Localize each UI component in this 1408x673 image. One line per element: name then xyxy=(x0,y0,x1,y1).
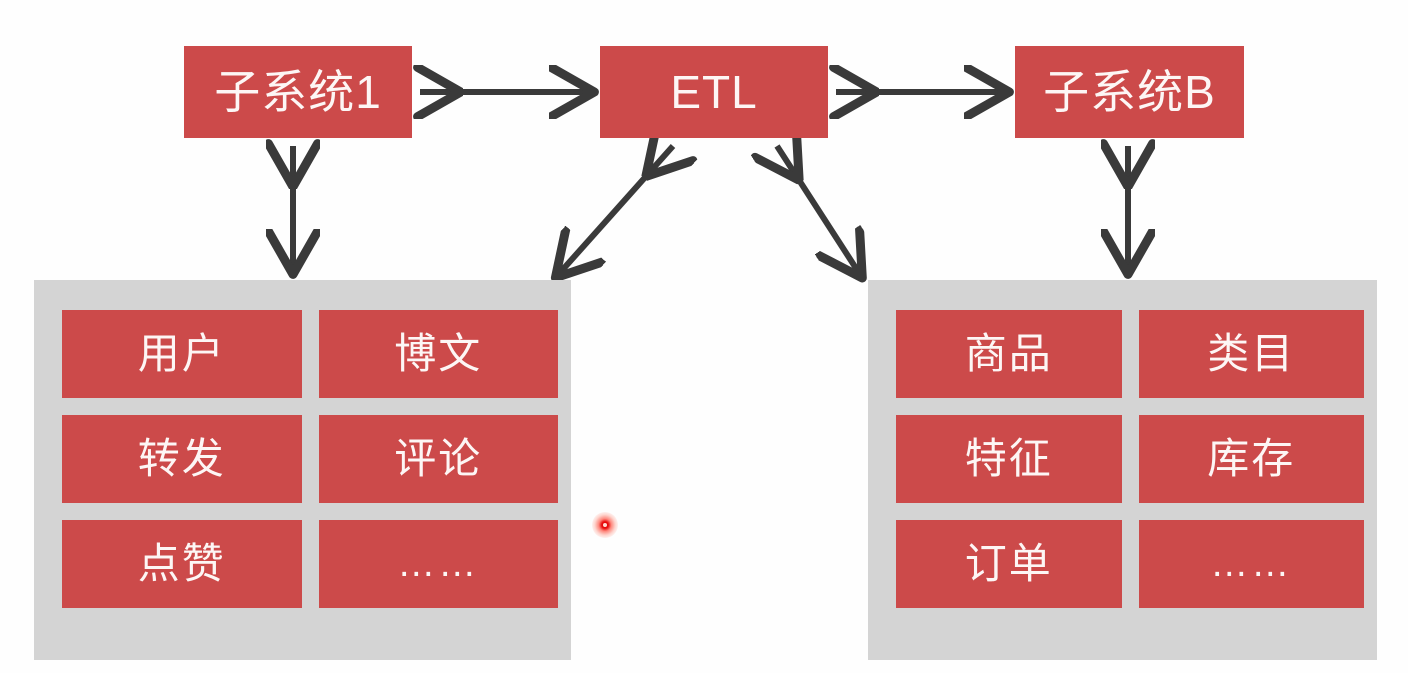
entity-label: 点赞 xyxy=(137,540,226,587)
node-label: ETL xyxy=(670,66,758,118)
entity-cell[interactable]: 用户 xyxy=(62,310,302,398)
entity-cell[interactable]: 商品 xyxy=(896,310,1122,398)
node-etl[interactable]: ETL xyxy=(600,46,828,138)
entity-cell[interactable]: 类目 xyxy=(1138,310,1364,398)
entity-cell[interactable]: 特征 xyxy=(896,415,1122,503)
entity-label: 评论 xyxy=(394,435,483,482)
entity-label: 商品 xyxy=(964,330,1053,377)
entity-label: 库存 xyxy=(1207,435,1296,482)
node-subsystem-b[interactable]: 子系统B xyxy=(1015,46,1244,138)
entity-label: …… xyxy=(397,543,480,585)
entity-label: 博文 xyxy=(394,330,483,377)
entity-cell-more[interactable]: …… xyxy=(1138,520,1364,608)
entity-label: 转发 xyxy=(137,435,226,482)
entity-cell[interactable]: 订单 xyxy=(896,520,1122,608)
entity-cell-more[interactable]: …… xyxy=(318,520,558,608)
connector-etl-leftgroup xyxy=(557,146,673,276)
entity-label: 类目 xyxy=(1207,330,1296,377)
cursor-indicator xyxy=(592,512,618,538)
entity-label: 用户 xyxy=(137,330,226,377)
entity-label: 订单 xyxy=(964,540,1053,587)
entity-cell[interactable]: 库存 xyxy=(1138,415,1364,503)
connector-etl-rightgroup xyxy=(777,146,861,276)
entity-grid: 商品 类目 特征 库存 订单 …… xyxy=(896,310,1364,608)
entity-grid: 用户 博文 转发 评论 点赞 …… xyxy=(62,310,558,608)
entity-cell[interactable]: 点赞 xyxy=(62,520,302,608)
entity-cell[interactable]: 转发 xyxy=(62,415,302,503)
entity-label: 特征 xyxy=(964,435,1053,482)
entity-label: …… xyxy=(1210,543,1293,585)
node-subsystem-1[interactable]: 子系统1 xyxy=(184,46,412,138)
node-label: 子系统1 xyxy=(214,66,382,118)
data-group-left: 用户 博文 转发 评论 点赞 …… xyxy=(34,280,571,660)
node-label: 子系统B xyxy=(1043,66,1216,118)
entity-cell[interactable]: 博文 xyxy=(318,310,558,398)
data-group-right: 商品 类目 特征 库存 订单 …… xyxy=(868,280,1377,660)
entity-cell[interactable]: 评论 xyxy=(318,415,558,503)
